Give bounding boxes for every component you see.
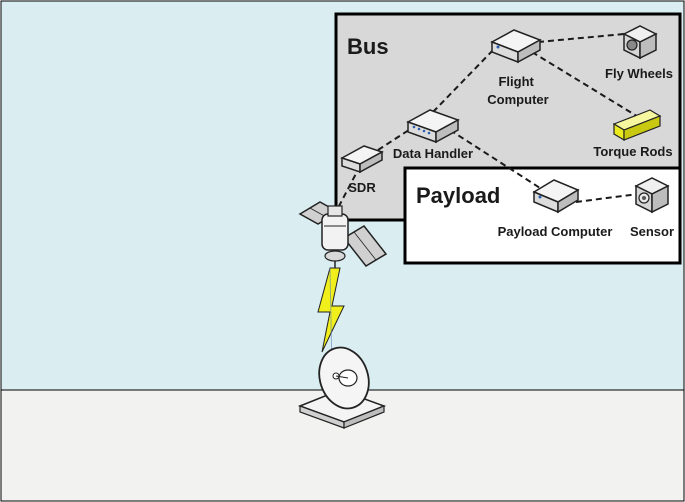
link-data-handler-flight-computer bbox=[432, 45, 498, 113]
link-sdr-data-handler bbox=[377, 127, 413, 151]
bus-title: Bus bbox=[347, 34, 389, 59]
link-flight-computer-fly-wheels bbox=[537, 33, 625, 43]
torque-rods-icon bbox=[612, 109, 662, 142]
sdr-icon bbox=[340, 145, 384, 174]
data-handler-label: Data Handler bbox=[393, 146, 473, 161]
data-handler-icon bbox=[406, 109, 460, 144]
payload-computer-icon bbox=[532, 179, 580, 214]
flight-computer-label: Flight Computer bbox=[487, 74, 548, 107]
satellite-icon bbox=[298, 201, 388, 268]
link-sdr-satellite bbox=[337, 165, 361, 209]
sensor-label: Sensor bbox=[630, 224, 674, 239]
fly-wheels-label: Fly Wheels bbox=[605, 66, 673, 81]
torque-rods-label: Torque Rods bbox=[593, 144, 672, 159]
fly-wheels-icon bbox=[622, 25, 658, 60]
payload-computer-label: Payload Computer bbox=[498, 224, 613, 239]
sensor-icon bbox=[634, 177, 670, 214]
link-data-handler-payload-computer bbox=[449, 129, 541, 189]
satellite-dish-icon bbox=[297, 346, 387, 429]
payload-title: Payload bbox=[416, 183, 500, 208]
connection-lines bbox=[337, 33, 641, 209]
link-flight-computer-torque-rods bbox=[531, 51, 641, 119]
flight-computer-icon bbox=[490, 29, 542, 64]
link-payload-computer-sensor bbox=[575, 193, 639, 203]
sdr-label: SDR bbox=[348, 180, 376, 195]
payload-panel bbox=[403, 166, 682, 265]
